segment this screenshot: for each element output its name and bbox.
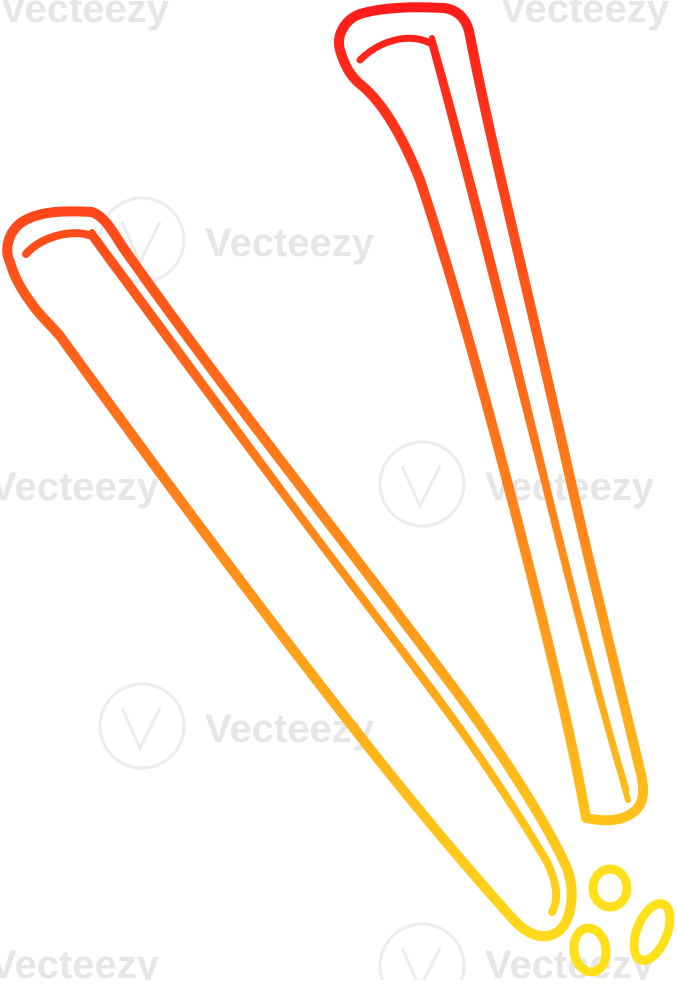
watermark-mark bbox=[378, 922, 466, 985]
rice-grain bbox=[588, 864, 632, 912]
left-chopstick-outline bbox=[2, 206, 577, 942]
watermark-text: Vecteezy bbox=[0, 0, 170, 31]
watermark-text: Vecteezy bbox=[0, 943, 160, 980]
rice-grain bbox=[569, 923, 611, 977]
watermark-text: Vecteezy bbox=[205, 221, 375, 265]
left-chopstick-inner-line bbox=[22, 229, 561, 916]
watermark-text: Vecteezy bbox=[0, 465, 160, 509]
watermark-text: Vecteezy bbox=[500, 0, 670, 31]
rice-grain bbox=[629, 899, 675, 965]
right-chopstick-edge-line bbox=[429, 35, 631, 803]
right-chopstick-outline bbox=[334, 2, 649, 826]
watermark-mark bbox=[98, 682, 186, 770]
right-chopstick bbox=[334, 2, 649, 826]
left-chopstick-edge-line bbox=[89, 229, 555, 875]
watermark-mark bbox=[378, 440, 466, 528]
left-chopstick bbox=[2, 206, 577, 942]
rice-grains bbox=[569, 864, 675, 977]
